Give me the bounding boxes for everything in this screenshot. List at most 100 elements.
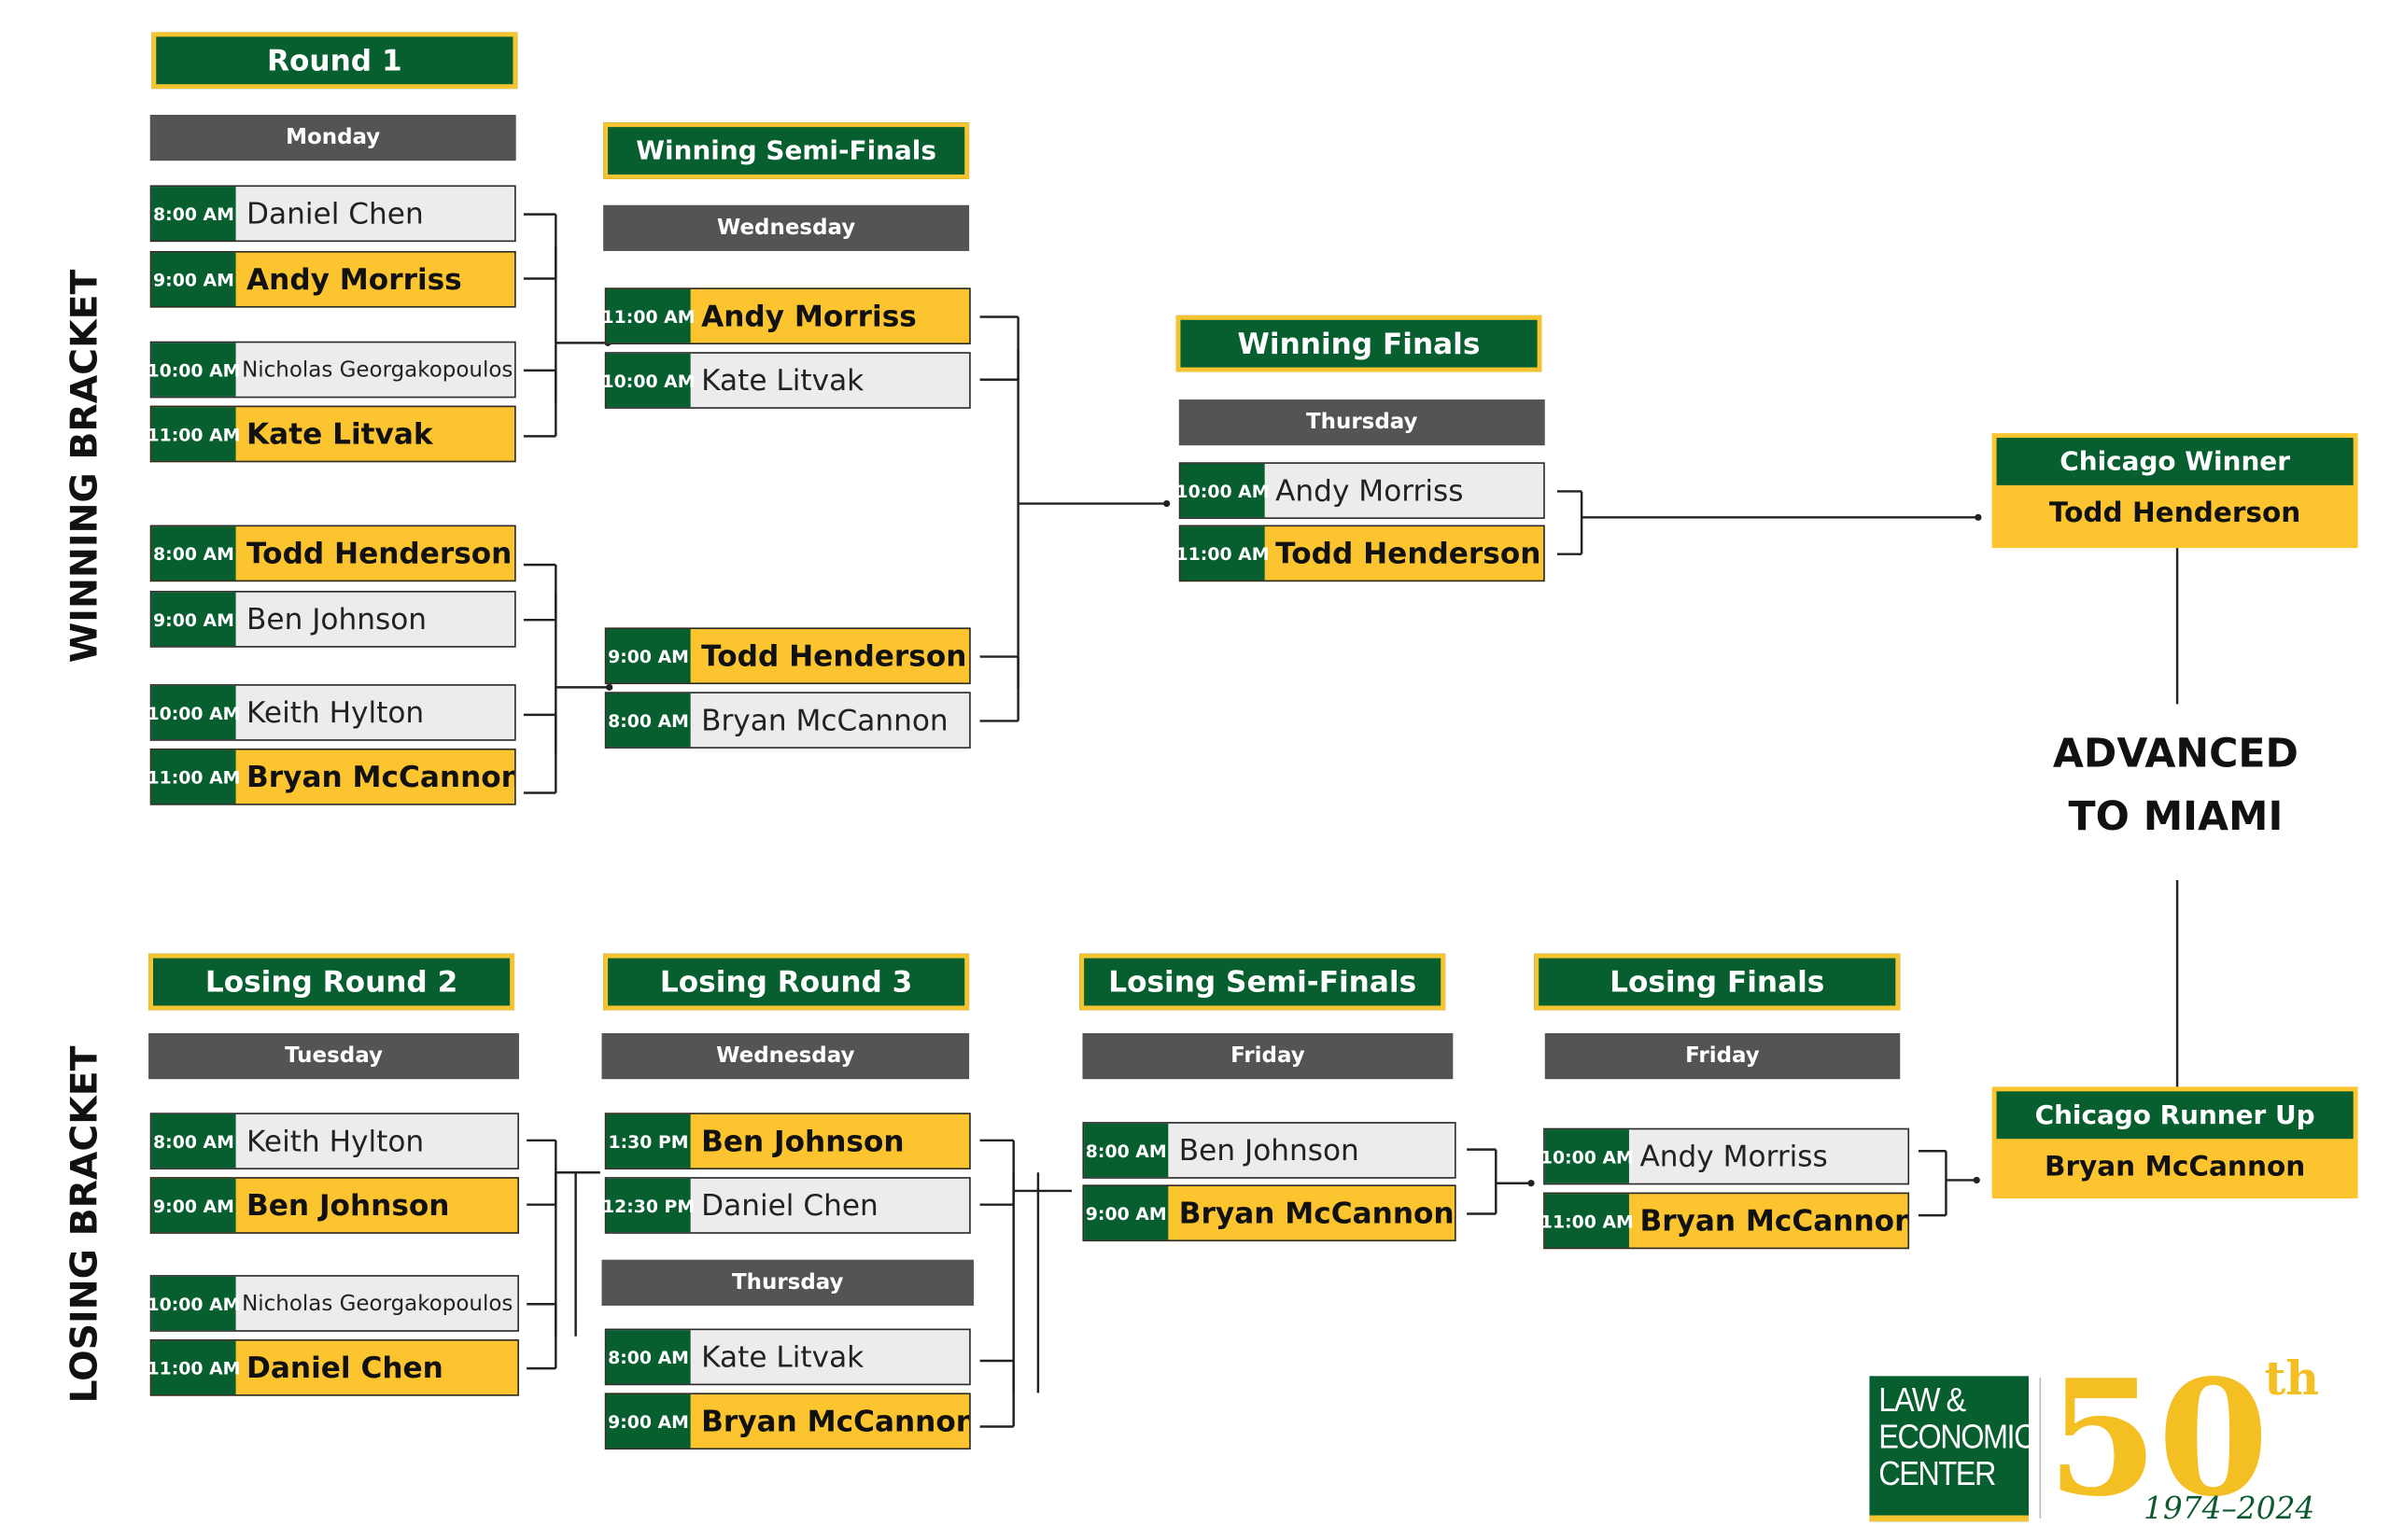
connector-dot xyxy=(1163,499,1171,508)
player-name: Daniel Chen xyxy=(246,1351,443,1385)
player-name: Keith Hylton xyxy=(246,695,425,730)
match-time: 11:00 AM xyxy=(602,288,696,343)
connector-dot xyxy=(606,683,613,691)
player-name: Ben Johnson xyxy=(1178,1133,1359,1168)
match-time: 9:00 AM xyxy=(1084,1186,1169,1240)
winning-finals-day: Thursday xyxy=(1178,399,1545,446)
match-time: 9:00 AM xyxy=(151,252,236,306)
advanced-to-miami: ADVANCED TO MIAMI xyxy=(2052,731,2299,841)
player-name: Ben Johnson xyxy=(246,1188,450,1223)
anniversary-suffix: th xyxy=(2264,1352,2320,1407)
chicago-winner-label: Chicago Winner xyxy=(1996,438,2354,485)
winning-bracket-label: WINNING BRACKET xyxy=(63,269,106,664)
match-time: 11:00 AM xyxy=(147,749,240,804)
player-name: Andy Morriss xyxy=(246,262,462,297)
losing-semis-slot: 8:00 AM Ben Johnson xyxy=(1082,1122,1456,1179)
player-name: Todd Henderson xyxy=(1275,536,1541,570)
round1-slot: 8:00 AM Todd Henderson xyxy=(149,525,516,582)
match-time: 1:30 PM xyxy=(606,1113,691,1169)
match-time: 10:00 AM xyxy=(147,1276,240,1331)
round1-slot: 9:00 AM Andy Morriss xyxy=(149,250,516,308)
player-name: Nicholas Georgakopoulos xyxy=(242,1291,513,1316)
match-time: 11:00 AM xyxy=(147,1340,240,1395)
player-name: Todd Henderson xyxy=(246,536,513,570)
match-time: 10:00 AM xyxy=(1540,1129,1634,1183)
player-name: Andy Morriss xyxy=(1639,1139,1828,1174)
match-time: 9:00 AM xyxy=(151,1178,236,1233)
match-time: 9:00 AM xyxy=(606,629,691,683)
losing-round2-day: Tuesday xyxy=(148,1033,519,1080)
losing-semis-day: Friday xyxy=(1082,1033,1454,1080)
losing-bracket-label: LOSING BRACKET xyxy=(63,1045,106,1404)
match-time: 12:30 PM xyxy=(602,1178,695,1233)
match-time: 11:00 AM xyxy=(1540,1194,1634,1248)
losing-finals-title: Losing Finals xyxy=(1534,953,1901,1011)
winning-semis-title: Winning Semi-Finals xyxy=(603,122,970,179)
match-time: 10:00 AM xyxy=(602,353,696,408)
anniversary-years: 1974–2024 xyxy=(2144,1489,2315,1527)
player-name: Kate Litvak xyxy=(701,1339,865,1374)
winning-finals-title: Winning Finals xyxy=(1175,315,1542,372)
player-name: Andy Morriss xyxy=(1275,473,1464,508)
player-name: Bryan McCannon xyxy=(701,1404,970,1438)
match-time: 8:00 AM xyxy=(151,526,236,581)
losing-semis-slot: 9:00 AM Bryan McCannon xyxy=(1082,1184,1456,1242)
match-time: 8:00 AM xyxy=(151,187,236,241)
match-time: 10:00 AM xyxy=(1176,463,1270,518)
connector-dot xyxy=(1975,513,1982,521)
round1-day: Monday xyxy=(149,115,516,161)
player-name: Kate Litvak xyxy=(246,416,433,451)
match-time: 9:00 AM xyxy=(606,1394,691,1449)
match-time: 8:00 AM xyxy=(151,1113,236,1169)
logo-divider xyxy=(2039,1378,2042,1519)
chicago-runner-up-box: Chicago Runner Up Bryan McCannon xyxy=(1991,1086,2358,1199)
winning-semis-day: Wednesday xyxy=(603,204,970,251)
losing-finals-day: Friday xyxy=(1544,1033,1901,1080)
connector-dot xyxy=(1973,1176,1980,1184)
match-time: 10:00 AM xyxy=(147,685,240,740)
player-name: Bryan McCannon xyxy=(1639,1203,1908,1238)
player-name: Bryan McCannon xyxy=(246,760,515,794)
round1-slot: 8:00 AM Daniel Chen xyxy=(149,185,516,243)
match-time: 11:00 AM xyxy=(1176,526,1270,581)
losing-round3-slot: 1:30 PM Ben Johnson xyxy=(604,1113,971,1169)
match-time: 9:00 AM xyxy=(151,592,236,647)
match-time: 8:00 AM xyxy=(1084,1123,1169,1178)
losing-round3-slot: 9:00 AM Bryan McCannon xyxy=(604,1393,971,1450)
chicago-runner-up-label: Chicago Runner Up xyxy=(1996,1091,2354,1140)
connector-dot xyxy=(1527,1180,1535,1187)
chicago-winner-name: Todd Henderson xyxy=(2048,497,2301,530)
chicago-winner-box: Chicago Winner Todd Henderson xyxy=(1991,433,2358,549)
match-time: 11:00 AM xyxy=(147,407,240,461)
player-name: Daniel Chen xyxy=(246,196,424,231)
player-name: Kate Litvak xyxy=(701,363,865,398)
losing-round3-title: Losing Round 3 xyxy=(603,953,970,1011)
chicago-runner-up-name: Bryan McCannon xyxy=(2044,1151,2306,1183)
round1-title: Round 1 xyxy=(151,32,518,90)
losing-round2-title: Losing Round 2 xyxy=(148,953,515,1011)
losing-round2-slot: 8:00 AM Keith Hylton xyxy=(149,1113,519,1169)
anniversary-number: 50 xyxy=(2046,1343,2270,1533)
player-name: Bryan McCannon xyxy=(701,703,949,737)
player-name: Ben Johnson xyxy=(701,1124,905,1158)
match-time: 8:00 AM xyxy=(606,1330,691,1384)
losing-round3-day2: Thursday xyxy=(601,1259,975,1306)
player-name: Keith Hylton xyxy=(246,1124,425,1158)
match-time: 10:00 AM xyxy=(147,343,240,397)
player-name: Andy Morriss xyxy=(701,299,917,333)
player-name: Nicholas Georgakopoulos xyxy=(242,357,513,383)
player-name: Bryan McCannon xyxy=(1178,1196,1455,1230)
